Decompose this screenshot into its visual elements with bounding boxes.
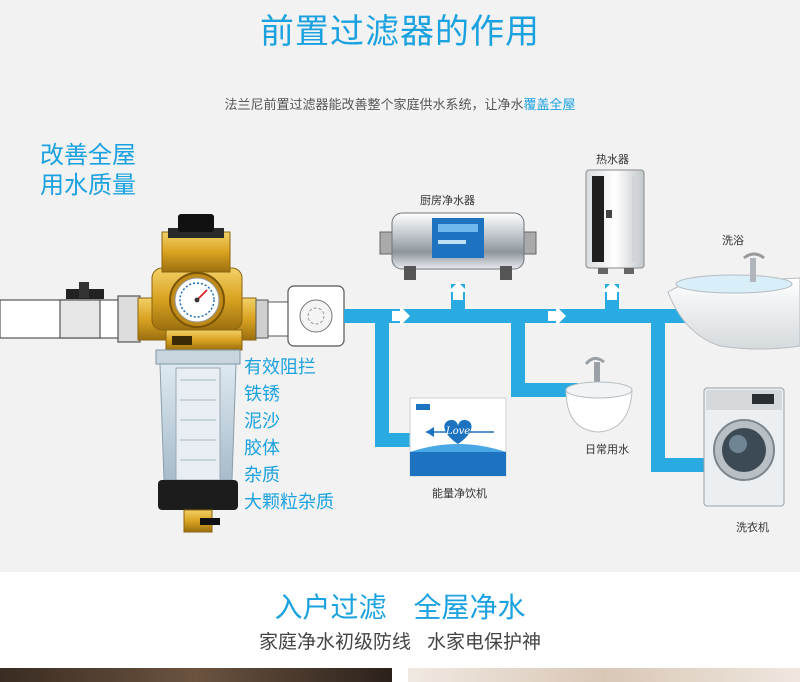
label-kitchen-purifier: 厨房净水器 [420, 194, 475, 207]
sink-basin [565, 357, 633, 433]
pressure-regulator-knob [168, 214, 224, 238]
bottom-subtitle: 家庭净水初级防线 水家电保护神 [258, 631, 542, 653]
water-heater [585, 169, 645, 274]
improve-line-1: 改善全屋 [40, 141, 136, 169]
improve-slogan: 改善全屋 用水质量 [40, 140, 136, 200]
block-item: 杂质 [244, 465, 280, 486]
label-bath: 洗浴 [722, 234, 744, 247]
bathtub [667, 252, 800, 350]
block-list: 有效阻拦 铁锈 泥沙 胶体 杂质 大颗粒杂质 [244, 354, 334, 516]
drinking-box-text: Love [446, 426, 471, 437]
label-drinking-machine: 能量净饮机 [432, 487, 487, 500]
block-item: 泥沙 [244, 411, 280, 432]
water-flow-diagram [0, 169, 800, 533]
label-water-heater: 热水器 [596, 153, 629, 166]
heart-icon [444, 420, 472, 444]
block-item: 大颗粒杂质 [244, 492, 334, 513]
washing-machine [703, 387, 785, 507]
drinking-machine [409, 397, 507, 477]
bottom-title: 入户过滤 全屋净水 [274, 591, 526, 624]
diagram-panel [0, 0, 800, 572]
filter-bowl [155, 349, 241, 533]
subtitle-highlight: 覆盖全屋 [523, 98, 576, 113]
page-title: 前置过滤器的作用 [260, 12, 540, 52]
improve-line-2: 用水质量 [40, 171, 136, 199]
label-washing-machine: 洗衣机 [736, 521, 769, 534]
block-item: 有效阻拦 [244, 357, 316, 378]
inlet-pipe [0, 295, 141, 343]
page-subtitle: 法兰尼前置过滤器能改善整个家庭供水系统，让净水覆盖全屋 [0, 94, 800, 113]
flow-arrow-icon [392, 282, 622, 326]
subtitle-text: 法兰尼前置过滤器能改善整个家庭供水系统，让净水 [224, 98, 524, 113]
kitchen-purifier [379, 212, 537, 280]
valve-handle-icon [66, 282, 104, 299]
block-item: 铁锈 [244, 384, 280, 405]
pressure-gauge-icon [169, 272, 225, 328]
outlet-fitting [255, 285, 345, 347]
block-item: 胶体 [244, 438, 280, 459]
bottom-photo-right [408, 668, 800, 682]
bottom-photo-left [0, 668, 392, 682]
label-sink: 日常用水 [585, 443, 629, 456]
